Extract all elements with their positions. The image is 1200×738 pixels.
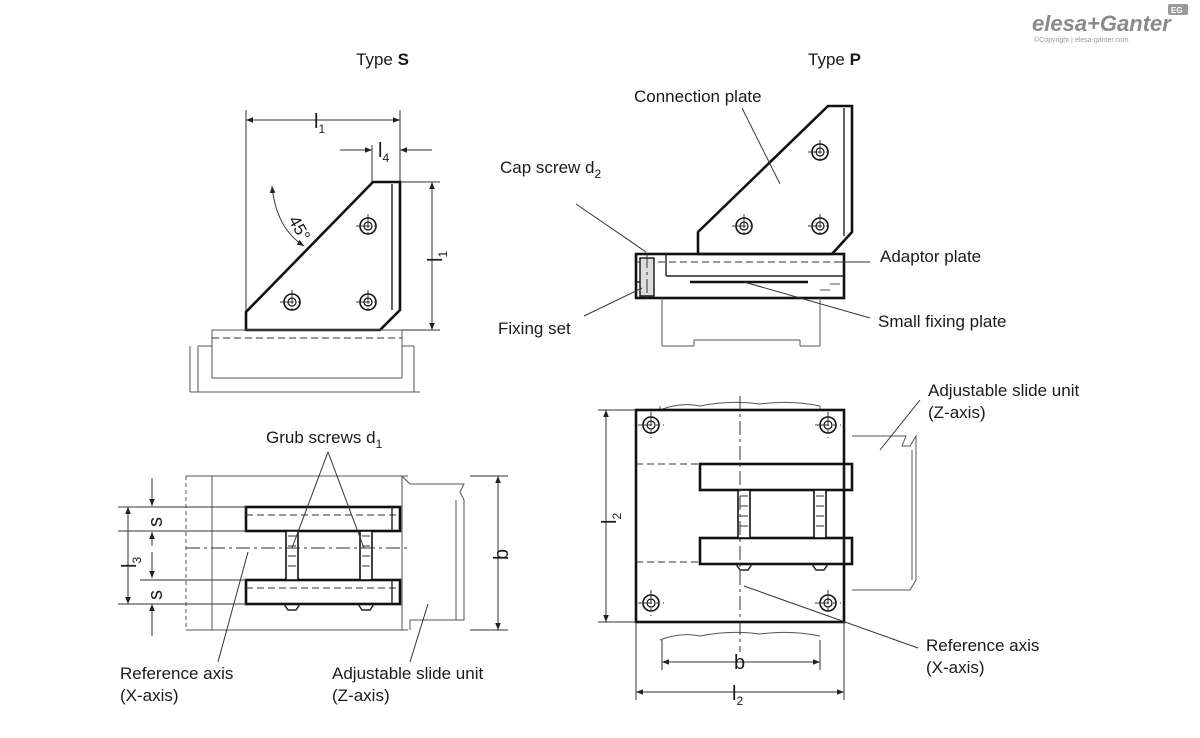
label-small-fixing-plate: Small fixing plate	[878, 312, 1007, 331]
svg-text:Type P: Type P	[808, 50, 861, 69]
dim-l2-side: l2	[599, 513, 624, 524]
dim-b-left: b	[491, 549, 513, 560]
type-s-letter: S	[398, 50, 409, 69]
label-reference-axis-right-1: Reference axis	[926, 636, 1039, 655]
type-s-plan-view	[118, 475, 508, 636]
logo-text: elesa+Ganter	[1032, 11, 1172, 36]
type-p-connection-plate	[696, 104, 854, 256]
label-adjustable-slide-right-2: (Z-axis)	[928, 403, 986, 422]
label-adaptor-plate: Adaptor plate	[880, 247, 981, 266]
label-connection-plate: Connection plate	[634, 87, 762, 106]
label-adjustable-slide-left-2: (Z-axis)	[332, 686, 390, 705]
badge-icon	[1168, 4, 1188, 15]
copyright-text: ©Copyright | elesa-ganter.com	[1034, 36, 1129, 44]
label-reference-axis-left-2: (X-axis)	[120, 686, 179, 705]
label-reference-axis-right-2: (X-axis)	[926, 658, 985, 677]
label-reference-axis-left-1: Reference axis	[120, 664, 233, 683]
svg-text:Type S: Type S	[356, 50, 409, 69]
dim-l3: l3	[119, 557, 144, 568]
type-s-title: Type S	[356, 50, 409, 69]
dim-b-bottom: b	[734, 652, 745, 674]
type-p-plan-view	[598, 396, 917, 700]
label-fixing-set: Fixing set	[498, 319, 571, 338]
type-p-front-view	[634, 104, 854, 347]
dim-l2-bottom: l2	[732, 683, 743, 708]
brand-logo: elesa+Ganter EG ©Copyright | elesa-gante…	[1032, 4, 1188, 44]
dim-s-bottom: s	[145, 590, 167, 600]
type-s-connection-plate	[244, 180, 402, 332]
dim-angle-45: 45°	[285, 213, 314, 245]
type-p-letter: P	[850, 50, 861, 69]
dim-l1-top: l1	[314, 111, 325, 136]
badge-text: EG	[1171, 6, 1183, 15]
type-s-front-view: l1 l4 l1 45°	[189, 110, 450, 393]
label-grub-screws: Grub screws d1	[266, 428, 383, 451]
label-adjustable-slide-left-1: Adjustable slide unit	[332, 664, 483, 683]
label-adjustable-slide-right-1: Adjustable slide unit	[928, 381, 1079, 400]
type-s-prefix: Type	[356, 50, 398, 69]
type-p-title: Type P	[808, 50, 861, 69]
dim-l1-side: l1	[425, 251, 450, 262]
dim-l4: l4	[378, 140, 389, 165]
dim-s-top: s	[145, 517, 167, 527]
label-cap-screw: Cap screw d2	[500, 158, 601, 181]
type-p-prefix: Type	[808, 50, 850, 69]
